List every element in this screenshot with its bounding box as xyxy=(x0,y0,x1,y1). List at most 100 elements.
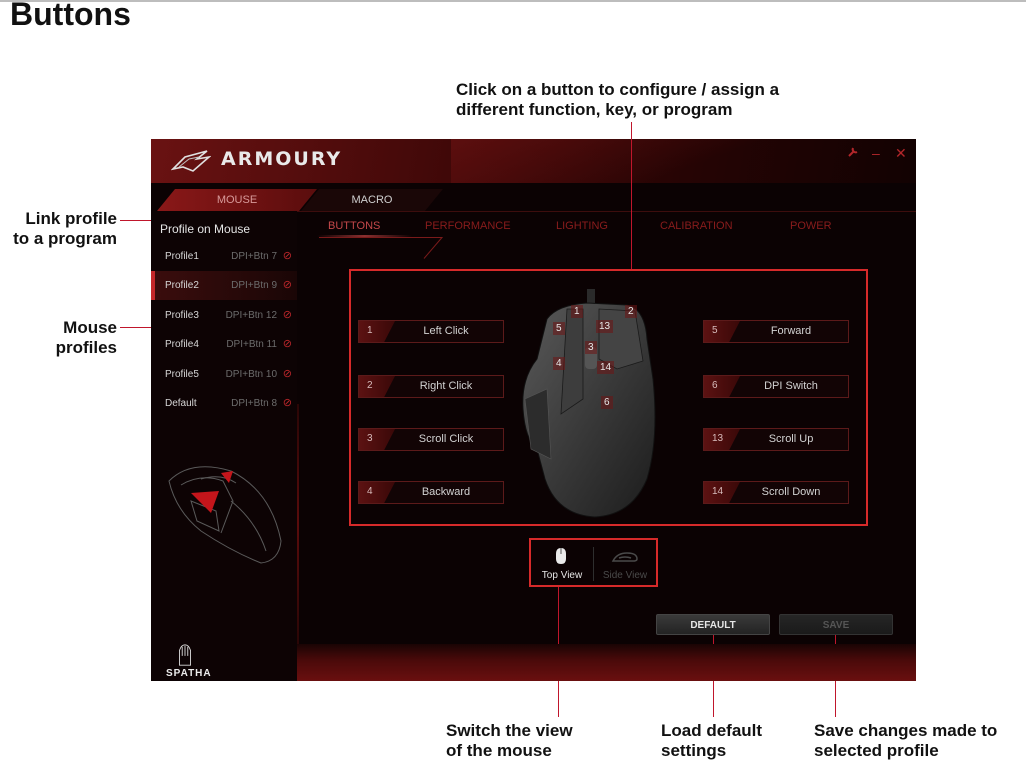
brand-name: ARMOURY xyxy=(221,148,343,170)
mouse-hotspot-13[interactable]: 13 xyxy=(596,320,614,333)
button-number: 5 xyxy=(712,325,718,336)
tab-macro-outline xyxy=(319,237,443,259)
profile-shortcut: DPI+Btn 11 xyxy=(226,339,277,350)
mouse-hotspot-6[interactable]: 6 xyxy=(601,396,613,409)
tab-macro[interactable]: MACRO xyxy=(301,189,443,211)
default-button[interactable]: DEFAULT xyxy=(656,614,770,635)
mouse-hotspot-14[interactable]: 14 xyxy=(597,361,615,374)
assign-button-14[interactable]: 14 Scroll Down xyxy=(703,481,849,504)
side-view-button[interactable]: Side View xyxy=(595,541,655,585)
subtab-performance[interactable]: PERFORMANCE xyxy=(425,220,511,232)
assign-button-4[interactable]: 4 Backward xyxy=(358,481,504,504)
mouse-hotspot-2[interactable]: 2 xyxy=(625,305,637,318)
profile-name: Profile1 xyxy=(165,251,199,262)
profile-shortcut: DPI+Btn 10 xyxy=(225,369,277,380)
annotation-save-changes: Save changes made to selected profile xyxy=(814,721,997,761)
subtab-lighting[interactable]: LIGHTING xyxy=(556,220,608,232)
profile-item-2[interactable]: Profile2 DPI+Btn 9 ⊘ xyxy=(151,271,297,300)
subtab-buttons[interactable]: BUTTONS xyxy=(328,220,381,232)
annotation-click-button: Click on a button to configure / assign … xyxy=(456,80,779,120)
annotation-line: Click on a button to configure / assign … xyxy=(456,80,780,99)
settings-icon[interactable] xyxy=(847,145,859,161)
link-icon[interactable]: ⊘ xyxy=(282,279,292,291)
profile-shortcut: DPI+Btn 8 xyxy=(231,398,277,409)
annotation-mouse-profiles: Mouse profiles xyxy=(0,318,117,358)
button-function: Scroll Up xyxy=(768,433,814,445)
link-icon[interactable]: ⊘ xyxy=(282,368,292,380)
button-function: Right Click xyxy=(419,380,473,392)
profile-name: Profile4 xyxy=(165,339,199,350)
window-footer-glow xyxy=(297,644,916,681)
sidebar-divider xyxy=(297,404,299,644)
assign-button-6[interactable]: 6 DPI Switch xyxy=(703,375,849,398)
button-number: 3 xyxy=(367,433,373,444)
profile-item-default[interactable]: Default DPI+Btn 8 ⊘ xyxy=(151,389,297,418)
subtab-calibration[interactable]: CALIBRATION xyxy=(660,220,733,232)
top-view-label: Top View xyxy=(541,570,583,581)
mouse-hotspot-1[interactable]: 1 xyxy=(571,305,583,318)
tab-divider xyxy=(151,211,916,212)
profile-shortcut: DPI+Btn 12 xyxy=(225,310,277,321)
link-icon[interactable]: ⊘ xyxy=(282,397,292,409)
button-function: Forward xyxy=(770,325,812,337)
save-button[interactable]: SAVE xyxy=(779,614,893,635)
assign-button-2[interactable]: 2 Right Click xyxy=(358,375,504,398)
link-icon[interactable]: ⊘ xyxy=(282,338,292,350)
button-number: 6 xyxy=(712,380,718,391)
assign-button-13[interactable]: 13 Scroll Up xyxy=(703,428,849,451)
top-view-button[interactable]: Top View xyxy=(532,541,592,585)
annotation-line: Mouse xyxy=(63,318,117,337)
profile-item-4[interactable]: Profile4 DPI+Btn 11 ⊘ xyxy=(151,330,297,359)
annotation-line: to a program xyxy=(13,229,117,248)
subtab-power[interactable]: POWER xyxy=(790,220,832,232)
button-number: 1 xyxy=(367,325,373,336)
button-number-badge: 4 xyxy=(359,482,395,503)
close-icon[interactable]: ✕ xyxy=(895,145,907,161)
button-function: DPI Switch xyxy=(764,380,818,392)
title-bar: ARMOURY – ✕ xyxy=(151,139,916,183)
subtab-underline xyxy=(317,235,412,237)
button-number: 13 xyxy=(712,433,724,444)
profile-item-3[interactable]: Profile3 DPI+Btn 12 ⊘ xyxy=(151,301,297,330)
assign-button-1[interactable]: 1 Left Click xyxy=(358,320,504,343)
button-function: Backward xyxy=(421,486,471,498)
mouse-outline-illustration xyxy=(168,466,282,564)
model-name: SPATHA xyxy=(166,668,212,679)
profile-item-5[interactable]: Profile5 DPI+Btn 10 ⊘ xyxy=(151,360,297,389)
mouse-side-icon xyxy=(611,552,638,562)
profile-shortcut: DPI+Btn 7 xyxy=(231,251,277,262)
spatha-mouse-icon xyxy=(179,644,191,666)
profile-item-1[interactable]: Profile1 DPI+Btn 7 ⊘ xyxy=(151,242,297,271)
annotation-line: Link profile xyxy=(25,209,117,228)
profile-shortcut: DPI+Btn 9 xyxy=(231,280,277,291)
button-number-badge: 1 xyxy=(359,321,395,342)
button-function: Scroll Down xyxy=(761,486,821,498)
button-number: 14 xyxy=(712,486,724,497)
mouse-hotspot-4[interactable]: 4 xyxy=(553,357,565,370)
leader-line xyxy=(631,122,632,269)
mouse-top-view-image xyxy=(522,289,656,518)
minimize-icon[interactable]: – xyxy=(872,145,880,161)
mouse-top-icon xyxy=(556,548,566,564)
assign-button-3[interactable]: 3 Scroll Click xyxy=(358,428,504,451)
mouse-hotspot-5[interactable]: 5 xyxy=(553,322,565,335)
tab-mouse[interactable]: MOUSE xyxy=(157,189,317,211)
sidebar-heading: Profile on Mouse xyxy=(160,222,251,236)
link-icon[interactable]: ⊘ xyxy=(282,250,292,262)
profile-sidebar: Profile on Mouse Profile1 DPI+Btn 7 ⊘ Pr… xyxy=(151,211,297,681)
profile-name: Default xyxy=(165,398,197,409)
mouse-hotspot-3[interactable]: 3 xyxy=(585,341,597,354)
leader-line xyxy=(120,327,151,328)
annotation-line: Load default xyxy=(661,721,763,740)
annotation-line: settings xyxy=(661,741,727,760)
rog-logo-icon xyxy=(171,150,211,172)
annotation-switch-view: Switch the view of the mouse xyxy=(446,721,573,761)
profile-name: Profile3 xyxy=(165,310,199,321)
annotation-line: profiles xyxy=(55,338,117,357)
main-tabs: MOUSE MACRO xyxy=(151,187,916,259)
annotation-line: of the mouse xyxy=(446,741,552,760)
assign-button-5[interactable]: 5 Forward xyxy=(703,320,849,343)
link-icon[interactable]: ⊘ xyxy=(282,309,292,321)
profile-name: Profile5 xyxy=(165,369,199,380)
button-number: 2 xyxy=(367,380,373,391)
